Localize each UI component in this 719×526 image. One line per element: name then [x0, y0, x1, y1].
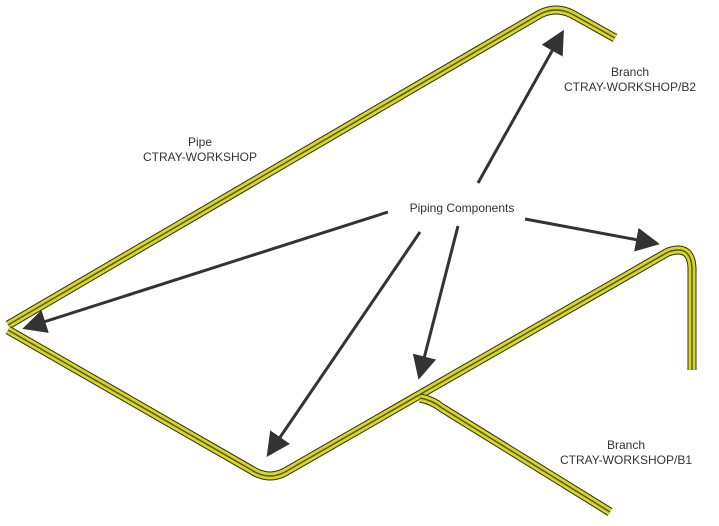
branch-b2-name: CTRAY-WORKSHOP/B2	[563, 80, 697, 94]
arrow-to-right-bend	[524, 217, 660, 252]
branch-b1-label: Branch CTRAY-WORKSHOP/B1	[560, 438, 692, 468]
arrow-to-bottom-bend	[266, 231, 422, 457]
arrow-to-b2	[476, 29, 564, 184]
tray-top-segment	[5, 5, 618, 329]
arrow-to-corner	[22, 210, 389, 333]
tray-main-segment	[5, 245, 697, 481]
pipe-label-name: CTRAY-WORKSHOP	[142, 150, 258, 164]
arrow-to-tee	[412, 225, 460, 380]
branch-b1-title: Branch	[606, 438, 646, 452]
pipe-label-title: Pipe	[187, 135, 213, 149]
branch-b1-name: CTRAY-WORKSHOP/B1	[559, 453, 693, 467]
piping-components-label: Piping Components	[409, 201, 515, 215]
branch-b2-title: Branch	[610, 65, 650, 79]
pipe-label: Pipe CTRAY-WORKSHOP	[143, 135, 257, 165]
branch-b2-label: Branch CTRAY-WORKSHOP/B2	[564, 65, 696, 95]
tray-branch-b1	[419, 393, 613, 516]
